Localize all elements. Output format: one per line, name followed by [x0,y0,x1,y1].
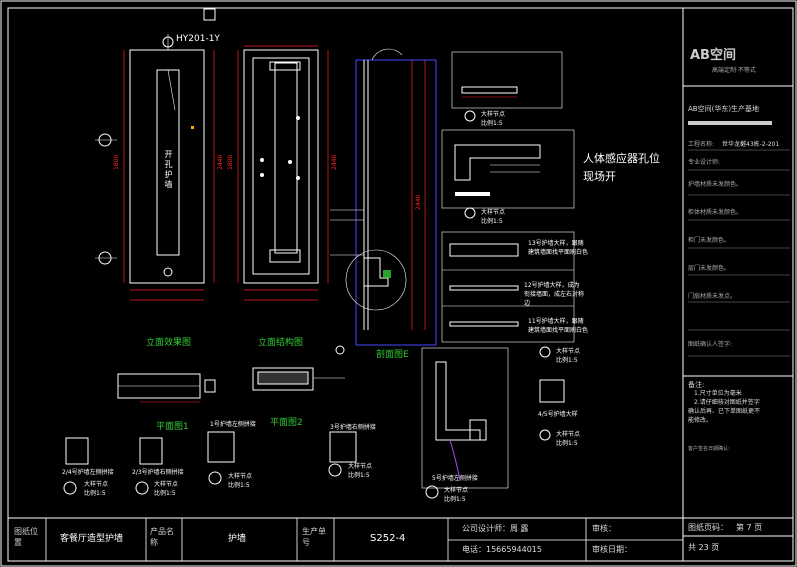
brand-subtitle: 高端定制·不等式 [712,67,756,74]
sidebar-row-label: 图纸确认人签字: [688,341,733,348]
tb-product-label: 产品名称 [150,527,174,547]
detail-6-scale: 比例1:5 [556,440,578,447]
detail-7-title: 大样节点 [556,348,581,355]
note-line: 1.尺寸单位为毫米 [694,390,742,397]
section-view [330,48,437,346]
detail-1-scale: 比例1:5 [84,490,106,497]
view-plan1: 平面图1 [156,422,189,432]
middle-structure-elevation [237,45,329,301]
note-12: 12号护墙大样，成为 [524,282,580,289]
label-3-right: 3号护墙右侧拼接 [330,424,376,431]
note-12c: 边 [524,300,531,307]
brand-logo-text: AB空间 [690,48,736,63]
note-12b: 衔接墙面，成左右对称 [524,291,585,298]
detail-7-6-small [539,346,565,441]
dimension-numbers: 1800 2440 1800 2440 2440 [113,155,422,210]
sidebar-row-label: 工程名称: [688,141,715,148]
tb-order-value: S252-4 [370,533,406,544]
sidebar-row-label: 柜门未发颜色。 [688,237,731,244]
svg-text:2440: 2440 [217,155,224,170]
view-elevation-effect: 立面效果图 [146,338,192,348]
detail-3-title: 大样节点 [228,473,253,480]
sidebar-row-value: 世华龙樾43栋-2-201 [722,141,780,148]
tb-page-no: 第 7 页 [736,523,763,532]
sidebar-row-label: 门扇材质未发点。 [688,293,737,300]
detail-8-box [441,129,575,219]
detail-7-scale: 比例1:5 [556,357,578,364]
svg-text:2440: 2440 [415,195,422,210]
detail-8-title: 大样节点 [481,209,506,216]
tb-designer: 公司设计师：周 露 [462,524,529,533]
plan-details-row [63,431,357,495]
svg-text:2440: 2440 [331,155,338,170]
tb-drawing-pos-label: 图纸位置 [14,527,38,547]
detail-6-title: 大样节点 [556,431,581,438]
top-marker-square [203,8,216,21]
tb-total: 共 23 页 [688,543,720,552]
sidebar-row-label: 专业设计师: [688,159,721,166]
label-23-right: 2/3号护墙右侧拼接 [132,469,184,476]
left-panel-label: 开孔护墙 [164,150,173,190]
detail-9-title: 大样节点 [481,111,506,118]
detail-2-scale: 比例1:5 [154,490,176,497]
label-1-left: 1号护墙左侧拼接 [210,421,256,428]
label-5-left: 5号护墙左侧拼接 [432,475,478,482]
view-section-e: 剖面图E [376,350,409,360]
tb-review-date: 审核日期： [592,545,632,554]
detail-2-title: 大样节点 [154,481,179,488]
tb-phone: 电话：15665944015 [462,545,542,554]
elevation-effect-small [117,373,216,403]
label-45: 4/5号护墙大样 [538,411,578,418]
customer-sign: 客户签名日期确认: [688,446,730,452]
inner-border [7,7,794,562]
sensor-note-2: 现场开 [583,170,616,183]
detail-5-scale: 比例1:5 [444,496,466,503]
sidebar-row-label: 护墙材质未发颜色。 [688,181,743,188]
svg-text:1800: 1800 [227,155,234,170]
note-13: 13号护墙大样，跟随 [528,240,584,247]
note-11b: 建筑墙面找平面刷白色 [528,327,589,334]
tb-page-label: 图纸页码： [688,523,728,532]
sidebar-rows-lines [688,149,790,357]
sidebar-row-label: 柜体材质未发颜色。 [688,209,743,216]
detail-3-scale: 比例1:5 [228,482,250,489]
detail-9-scale: 比例1:5 [481,120,503,127]
detail-4-scale: 比例1:5 [348,472,370,479]
tb-product-value: 护墙 [228,534,247,544]
project-bar [688,121,772,125]
note-13b: 建筑墙面找平面刷白色 [528,249,589,256]
detail-1-title: 大样节点 [84,481,109,488]
notes-title: 备注: [688,381,705,389]
note-line: 能修改。 [688,417,713,424]
note-11: 11号护墙大样，跟随 [528,318,584,325]
detail-5-title: 大样节点 [444,487,469,494]
svg-text:1800: 1800 [113,155,120,170]
note-line: 确认后再、已下单图纸更不 [688,408,761,415]
sensor-note-1: 人体感应器孔位 [583,152,660,165]
project-line: AB空间(华东)生产基地 [688,105,760,113]
sidebar-row-label: 层门未发颜色。 [688,265,731,272]
detail-13-12-11-box [441,231,575,343]
detail-9-box [451,51,563,122]
note-line: 2.请仔细核对图纸并签字 [694,399,760,406]
tb-drawing-pos-value: 客餐厅造型护墙 [60,534,124,544]
left-elevation [95,34,215,301]
view-elevation-structure: 立面结构图 [258,338,304,348]
titleblock-grid [45,518,683,561]
detail-8-scale: 比例1:5 [481,218,503,225]
detail-4-title: 大样节点 [348,463,373,470]
detail-5-box [421,347,509,499]
tag-label: HY201-1Y [176,34,220,44]
tb-review: 审核： [592,524,616,533]
label-24-left: 2/4号护墙左侧拼接 [62,469,114,476]
tb-order-label: 生产单号 [302,527,326,547]
elevation-structure-small [252,345,345,391]
view-plan2: 平面图2 [270,418,303,428]
